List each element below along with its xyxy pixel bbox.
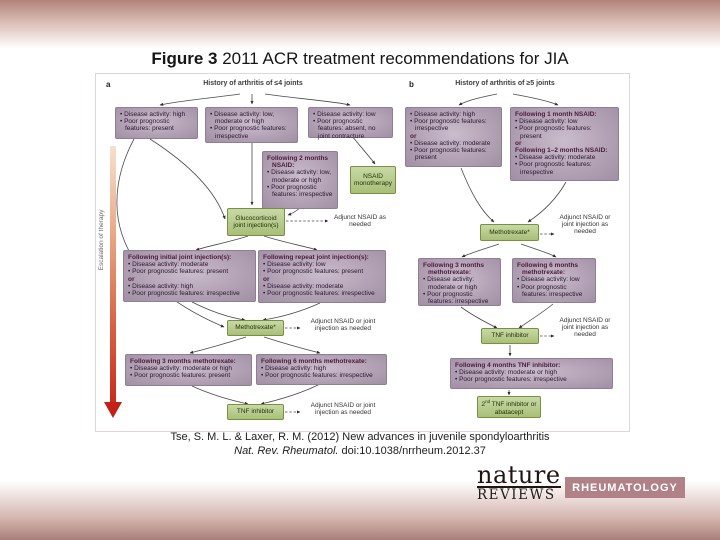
escalation-label: Escalation of therapy (98, 209, 105, 271)
condition-box-a-following-repeat-injection: Following repeat joint injection(s):• Di… (258, 250, 386, 303)
treatment-box-b-tnf-inhibitor: TNF inhibitor (481, 328, 539, 344)
panel-a-header: History of arthritis of ≤4 joints (203, 80, 303, 87)
condition-box-a-high-present: • Disease activity: high• Poor prognosti… (115, 107, 198, 139)
treatment-box-a-methotrexate: Methotrexate* (227, 320, 284, 336)
condition-box-b-6mo-mtx: Following 6 months methotrexate:• Diseas… (512, 258, 596, 303)
citation-line1: Tse, S. M. L. & Laxer, R. M. (2012) New … (170, 431, 550, 443)
logo-journal-badge: RHEUMATOLOGY (565, 477, 685, 498)
condition-box-a-following-2mo-nsaid: Following 2 months NSAID:• Disease activ… (262, 151, 338, 209)
citation: Tse, S. M. L. & Laxer, R. M. (2012) New … (0, 431, 720, 458)
condition-box-b-entry: • Disease activity: high• Poor prognosti… (405, 107, 502, 167)
panel-b-header: History of arthritis of ≥5 joints (455, 80, 555, 87)
escalation-arrow-head (104, 402, 122, 418)
condition-box-b-3mo-mtx: Following 3 months methotrexate:• Diseas… (418, 258, 501, 306)
condition-box-a-low-absent: • Disease activity: low• Poor prognostic… (308, 107, 393, 140)
adjunct-note-b-mtx: Adjunct NSAID or joint injection as need… (559, 214, 611, 236)
adjunct-note-b-tnf: Adjunct NSAID or joint injection as need… (559, 317, 611, 339)
condition-box-a-following-initial-injection: Following initial joint injection(s):• D… (123, 250, 256, 302)
condition-box-b-following-nsaid: Following 1 month NSAID:• Disease activi… (510, 107, 619, 181)
treatment-box-glucocorticoid-injection: Glucocorticoid joint injection(s) (227, 208, 285, 236)
citation-journal: Nat. Rev. Rheumatol. (234, 444, 339, 457)
treatment-box-nsaid-monotherapy: NSAID monotherapy (350, 166, 396, 194)
figure-number: Figure 3 (151, 49, 218, 68)
citation-line2: Nat. Rev. Rheumatol. doi:10.1038/nrrheum… (0, 445, 720, 459)
condition-box-b-4mo-tnf: Following 4 months TNF inhibitor:• Disea… (450, 358, 613, 389)
treatment-box-a-tnf-inhibitor: TNF inhibitor (227, 404, 284, 420)
panel-b-label: b (409, 80, 414, 89)
panel-a-label: a (106, 80, 111, 89)
nature-reviews-logo: nature REVIEWS (477, 461, 561, 503)
treatment-box-second-tnf-abatacept: 2nd TNF inhibitor or abatacept (477, 396, 541, 418)
logo-nature-text: nature (477, 461, 561, 489)
adjunct-note-a-mtx: Adjunct NSAID or joint injection as need… (310, 318, 376, 333)
figure-title-text: 2011 ACR treatment recommendations for J… (217, 49, 569, 68)
condition-box-a-any-irrespective: • Disease activity: low, moderate or hig… (205, 107, 298, 143)
slide-title: Figure 3 2011 ACR treatment recommendati… (0, 49, 720, 69)
citation-doi: doi:10.1038/nrrheum.2012.37 (338, 444, 486, 457)
second-tnf-text: 2nd TNF inhibitor or abatacept (481, 399, 537, 416)
condition-box-a-6mo-mtx: Following 6 months methotrexate:• Diseas… (256, 354, 387, 385)
logo-reviews-text: REVIEWS (477, 487, 556, 503)
treatment-box-b-methotrexate: Methotrexate* (480, 224, 539, 241)
condition-box-a-3mo-mtx: Following 3 months methotrexate:• Diseas… (125, 354, 252, 386)
escalation-arrow-shaft (110, 146, 116, 404)
adjunct-note-a-tnf: Adjunct NSAID or joint injection as need… (310, 402, 376, 417)
adjunct-note-nsaid: Adjunct NSAID as needed (333, 214, 387, 229)
